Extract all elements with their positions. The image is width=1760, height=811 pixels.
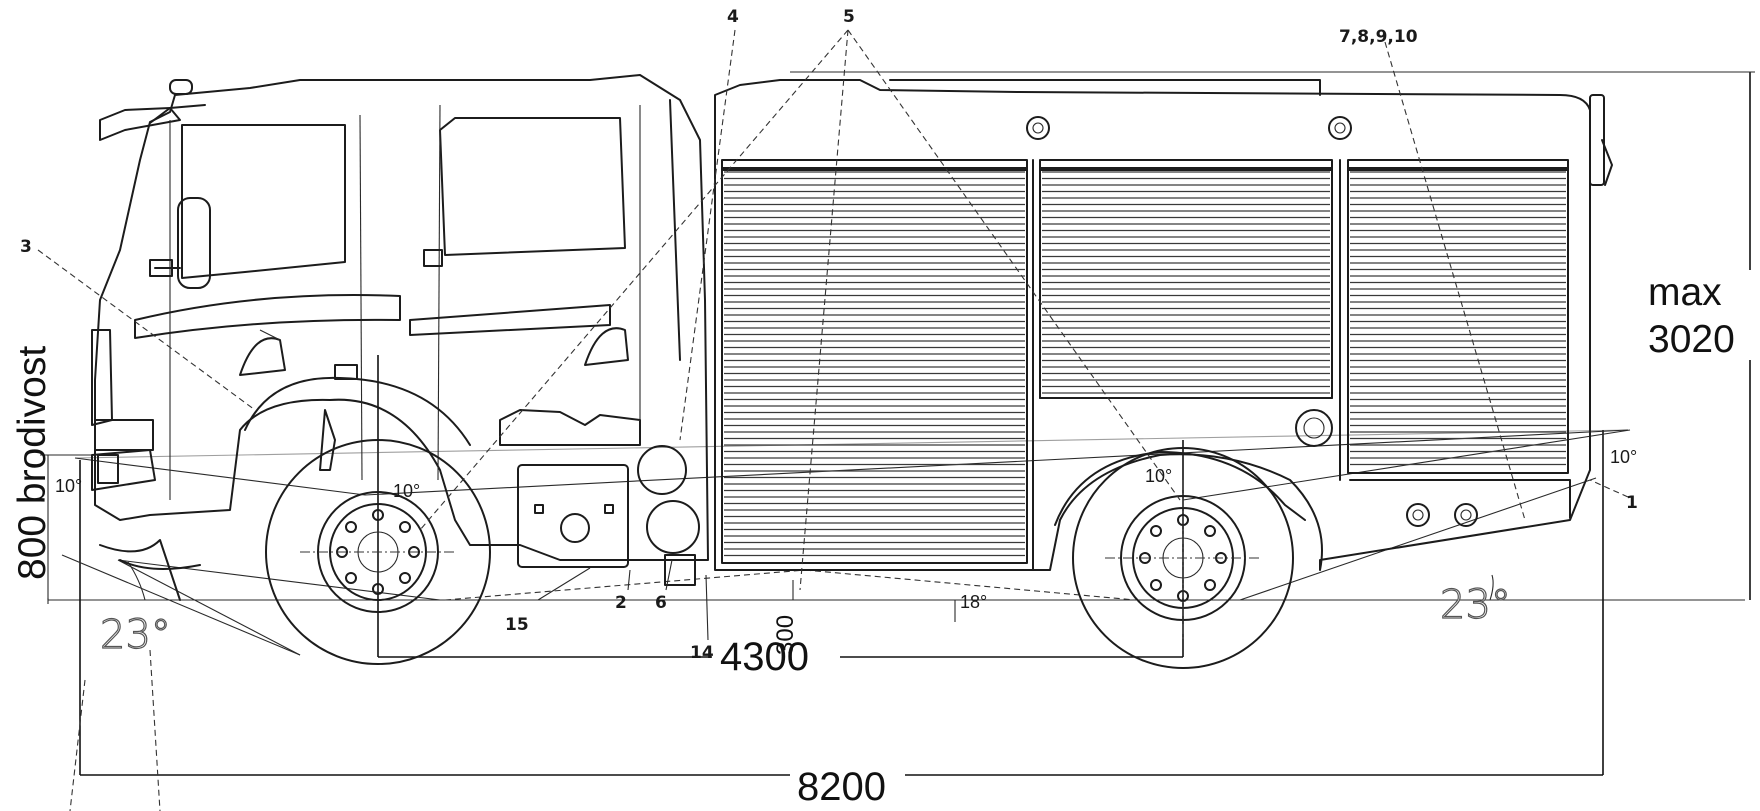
side-mirror <box>177 197 211 289</box>
rear-wheel <box>1072 447 1294 669</box>
callout-5: 5 <box>843 7 855 27</box>
cab-rear-window <box>439 117 626 256</box>
fording-depth-label: 800 brodivost <box>11 346 54 580</box>
cab <box>91 74 709 601</box>
overall-length-dimension: 8200 <box>79 430 1604 809</box>
equipment-body <box>714 79 1613 571</box>
rear-tilt-angle: 10° <box>1610 447 1637 467</box>
callout-14: 14 <box>690 643 714 663</box>
pump-inlet <box>1295 409 1333 447</box>
front-tilt-angle: 10° <box>55 476 82 496</box>
rear-light-2 <box>1454 503 1478 527</box>
roof-light-2 <box>1328 116 1352 140</box>
max-height-label: max <box>1648 271 1722 314</box>
front-wheel <box>265 439 491 665</box>
callout-7-10: 7,8,9,10 <box>1339 27 1418 47</box>
departure-angle-lines: 23° <box>1239 477 1597 629</box>
shutter-slats <box>724 171 1566 557</box>
callout-15: 15 <box>505 615 529 635</box>
air-tank-2 <box>646 500 700 554</box>
callout-leaders <box>37 29 1629 641</box>
departure-angle-label: 23° <box>1440 582 1511 628</box>
approach-angle-lines: 23° <box>61 554 441 811</box>
breakover-angle-lines: 18° <box>444 569 1136 622</box>
roller-shutter-3 <box>1347 159 1569 474</box>
fording-depth-dimension: 800 brodivost <box>11 346 95 600</box>
ground-clearance-value: 300 <box>772 615 799 655</box>
air-tank-1 <box>637 445 687 495</box>
breakover-angle-label: 18° <box>960 592 987 612</box>
callout-labels: 4 5 7,8,9,10 3 1 2 6 15 14 <box>20 7 1638 663</box>
roller-shutter-2 <box>1039 159 1333 399</box>
callout-1: 1 <box>1626 493 1638 513</box>
front-wheel-angle: 10° <box>393 481 420 501</box>
callout-4: 4 <box>727 7 739 27</box>
beacon <box>334 364 358 380</box>
rear-light-1 <box>1406 503 1430 527</box>
cab-front-window <box>181 124 346 279</box>
cab-door-handle-front <box>239 337 286 376</box>
cab-door-handle-rear <box>584 327 629 366</box>
ground-clearance-dimension: 300 <box>772 580 799 655</box>
overall-length-value: 8200 <box>797 765 886 809</box>
wheelbase-dimension: 4300 <box>377 355 1184 679</box>
rear-wheel-angle: 10° <box>1145 466 1172 486</box>
max-height-dimension: max 3020 <box>790 71 1755 600</box>
callout-2: 2 <box>615 593 627 613</box>
wheelbase-value: 4300 <box>720 635 809 679</box>
callout-3: 3 <box>20 237 32 257</box>
side-storage-box <box>517 464 629 568</box>
approach-angle-label: 23° <box>100 612 171 658</box>
roller-shutter-1 <box>721 159 1028 564</box>
roof-light-1 <box>1026 116 1050 140</box>
callout-6: 6 <box>655 593 667 613</box>
max-height-value: 3020 <box>1648 318 1735 361</box>
